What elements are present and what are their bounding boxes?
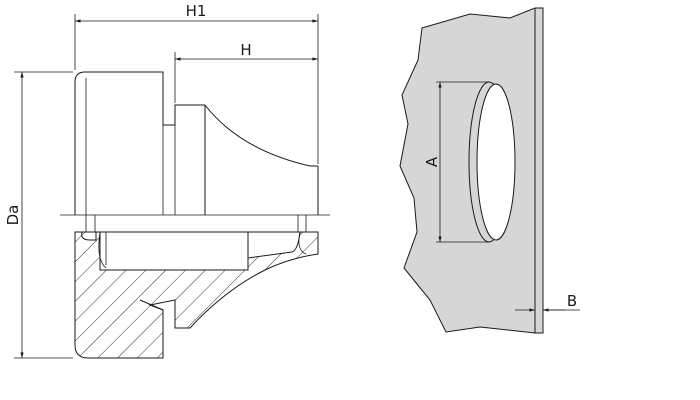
dim-label-da: Da	[4, 205, 22, 226]
dimension-h: H	[174, 41, 318, 103]
dim-label-b: B	[567, 292, 577, 310]
left-view: H1 H Da	[4, 2, 330, 359]
dimension-b: B	[515, 292, 580, 312]
dimension-h1: H1	[74, 2, 319, 164]
dim-label-a: A	[423, 156, 441, 167]
section-body	[74, 231, 319, 359]
dim-label-h1: H1	[186, 2, 207, 20]
lower-half-section	[74, 215, 319, 359]
dimension-a: A	[423, 81, 489, 243]
hole	[476, 83, 516, 241]
dim-label-h: H	[240, 41, 251, 59]
right-view: A B	[399, 7, 580, 334]
dimension-da: Da	[4, 71, 73, 359]
upper-half-outline	[74, 71, 319, 215]
